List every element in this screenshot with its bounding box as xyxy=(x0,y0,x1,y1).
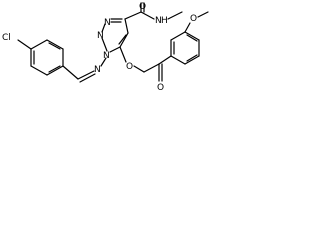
n-ring-3-label: N xyxy=(104,18,111,28)
o-ether-label: O xyxy=(126,62,133,72)
n-amide-label: N xyxy=(155,16,162,26)
chlorophenyl-ring xyxy=(30,39,64,76)
cl-label: Cl xyxy=(2,33,11,43)
c-o-ether-bond xyxy=(119,46,127,63)
o-methyl-bond xyxy=(197,11,209,18)
o-amide-label: O xyxy=(139,2,146,12)
ch-n-double-bond xyxy=(77,70,95,80)
c-cl-bond xyxy=(17,39,32,50)
n-imine-label: N xyxy=(94,65,101,75)
n-ring-1-label: N xyxy=(103,51,110,61)
c-o-methoxy-bond xyxy=(184,22,191,33)
o-ketone-label: O xyxy=(157,83,164,93)
n-ring-2-label: N xyxy=(97,31,104,41)
c-n-amide-bond xyxy=(140,11,155,20)
h-amide-label: H xyxy=(161,16,168,26)
ch2-co-bond xyxy=(143,63,160,73)
n-methyl-bond xyxy=(167,11,183,20)
triazole-ring xyxy=(101,18,129,53)
c-carbonyl-bond xyxy=(124,11,142,20)
o-methoxy-label: O xyxy=(190,14,197,24)
molecule-diagram: Cl N N N N O N H O O O xyxy=(2,2,209,93)
n-n-bond xyxy=(100,57,107,67)
methoxyphenyl-ring xyxy=(158,31,200,65)
o-ch2-bond xyxy=(133,65,145,73)
ring-to-ch-bond xyxy=(62,65,79,80)
